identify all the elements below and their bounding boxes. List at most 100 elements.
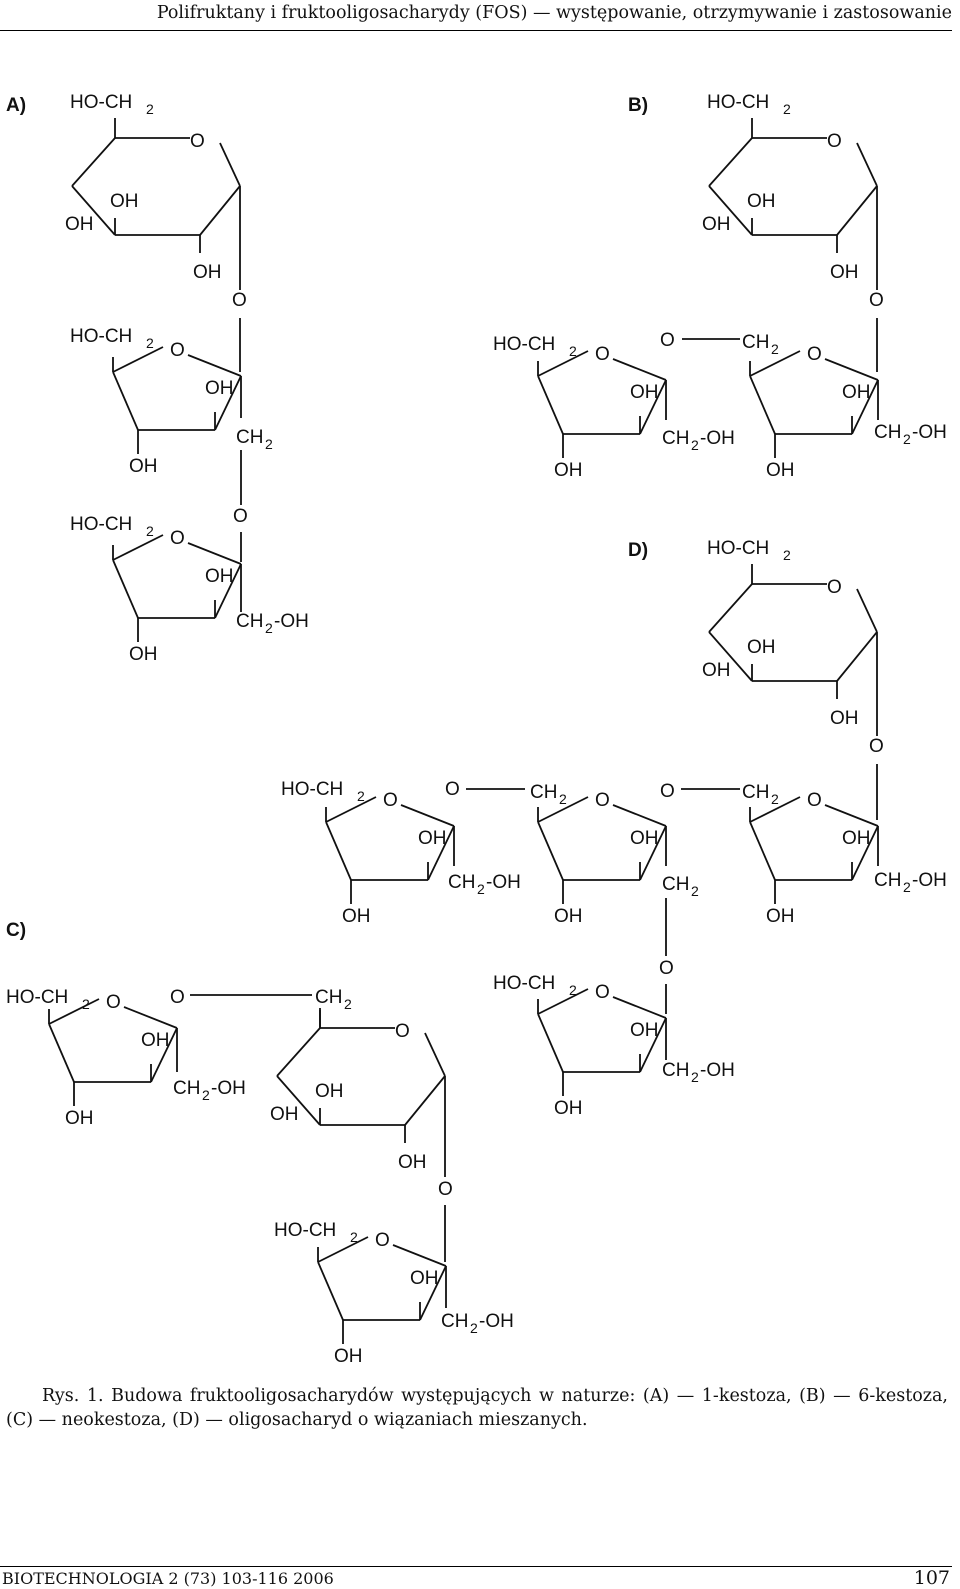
figure-caption: Rys. 1. Budowa fruktooligosacharydów wys… [6, 1384, 948, 1432]
methylene-label: CH [315, 987, 342, 1008]
bond-line [187, 354, 242, 377]
bond-line [392, 1244, 447, 1267]
subscript-2: 2 [477, 881, 485, 897]
subscript-2: 2 [569, 343, 577, 359]
bond-line [851, 825, 879, 881]
subscript-2: 2 [202, 1087, 210, 1103]
bond-line [325, 796, 377, 823]
caption-line-1: Rys. 1. Budowa fruktooligosacharydów wys… [42, 1386, 948, 1406]
bond-line [708, 185, 753, 236]
hydroxyl-label: OH [270, 1104, 299, 1125]
bond-line [112, 346, 164, 373]
bond-line [836, 631, 878, 682]
subscript-2: 2 [470, 1320, 478, 1336]
bond-line [317, 1236, 369, 1263]
subscript-2: 2 [691, 1069, 699, 1085]
ring-oxygen-label: O [807, 344, 822, 365]
ring-oxygen-label: O [106, 992, 121, 1013]
hydroxyl-label: OH [110, 191, 139, 212]
ring-oxygen-label: O [827, 577, 842, 598]
bond-line [419, 1265, 447, 1321]
subscript-2: 2 [344, 996, 352, 1012]
bond-line [424, 1032, 446, 1077]
bond-line [219, 142, 241, 187]
bond-line [325, 821, 352, 881]
bond-line [400, 804, 455, 827]
methylene-label: CH [530, 782, 557, 803]
bond-line [199, 185, 241, 236]
methylene-label: CH [742, 782, 769, 803]
subscript-2: 2 [82, 996, 90, 1012]
hydroxyl-label: OH [766, 460, 795, 481]
bond-line [112, 534, 164, 561]
subscript-2: 2 [783, 547, 791, 563]
bond-line [214, 563, 242, 619]
ring-oxygen-label: O [595, 982, 610, 1003]
hydroxymethyl-label: CH [874, 422, 901, 443]
bond-line [214, 375, 242, 431]
hydroxyl-suffix-label: -OH [912, 870, 947, 891]
hydroxymethyl-label: HO-CH [493, 973, 555, 994]
running-title: Polifruktany i fruktooligosacharydy (FOS… [156, 3, 952, 23]
bond-line [749, 821, 776, 881]
caption-line-2: (C) — neokestoza, (D) — oligosacharyd o … [6, 1410, 588, 1430]
bond-line [537, 988, 589, 1015]
ring-oxygen-label: O [232, 290, 247, 311]
hydroxymethyl-label: HO-CH [493, 334, 555, 355]
bond-line [112, 371, 139, 431]
subscript-2: 2 [559, 791, 567, 807]
hydroxyl-label: OH [830, 262, 859, 283]
hydroxyl-label: OH [554, 906, 583, 927]
bond-line [537, 1013, 564, 1073]
subscript-2: 2 [265, 436, 273, 452]
bond-line [708, 137, 753, 187]
hydroxyl-label: OH [193, 262, 222, 283]
hydroxyl-label: OH [65, 1108, 94, 1129]
bond-line [639, 379, 667, 435]
bond-line [187, 542, 242, 565]
ring-oxygen-label: O [170, 987, 185, 1008]
bond-line [749, 350, 801, 377]
bond-line [48, 1023, 75, 1083]
ring-oxygen-label: O [190, 131, 205, 152]
hydroxyl-label: OH [65, 214, 94, 235]
bond-line [708, 583, 753, 633]
hydroxyl-label: OH [129, 644, 158, 665]
ring-oxygen-label: O [595, 790, 610, 811]
hydroxyl-label: OH [747, 191, 776, 212]
journal-citation: BIOTECHNOLOGIA 2 (73) 103-116 2006 [2, 1569, 334, 1588]
hydroxymethyl-label: CH [173, 1078, 200, 1099]
methylene-label: CH [236, 427, 263, 448]
hydroxyl-label: OH [141, 1030, 170, 1051]
bond-line [639, 1017, 667, 1073]
bond-line [824, 804, 879, 827]
bond-line [317, 1261, 344, 1321]
subscript-2: 2 [903, 879, 911, 895]
hydroxyl-label: OH [747, 637, 776, 658]
hydroxyl-label: OH [334, 1346, 363, 1367]
subscript-2: 2 [265, 620, 273, 636]
hydroxymethyl-label: CH [448, 872, 475, 893]
bond-line [537, 821, 564, 881]
panel-label-D: D) [628, 540, 648, 561]
hydroxyl-label: OH [630, 382, 659, 403]
subscript-2: 2 [350, 1229, 358, 1245]
bond-line [856, 588, 878, 633]
bond-line [851, 379, 879, 435]
hydroxyl-label: OH [398, 1152, 427, 1173]
hydroxymethyl-label: HO-CH [707, 92, 769, 113]
hydroxymethyl-label: CH [441, 1311, 468, 1332]
hydroxyl-label: OH [842, 382, 871, 403]
panel-label-A: A) [6, 95, 26, 116]
hydroxyl-label: OH [342, 906, 371, 927]
subscript-2: 2 [783, 101, 791, 117]
ring-oxygen-label: O [595, 344, 610, 365]
hydroxymethyl-label: HO-CH [281, 779, 343, 800]
hydroxyl-suffix-label: -OH [486, 872, 521, 893]
hydroxyl-suffix-label: -OH [479, 1311, 514, 1332]
hydroxyl-label: OH [766, 906, 795, 927]
hydroxyl-label: OH [418, 828, 447, 849]
ring-oxygen-label: O [170, 340, 185, 361]
hydroxyl-suffix-label: -OH [274, 611, 309, 632]
hydroxyl-label: OH [554, 1098, 583, 1119]
